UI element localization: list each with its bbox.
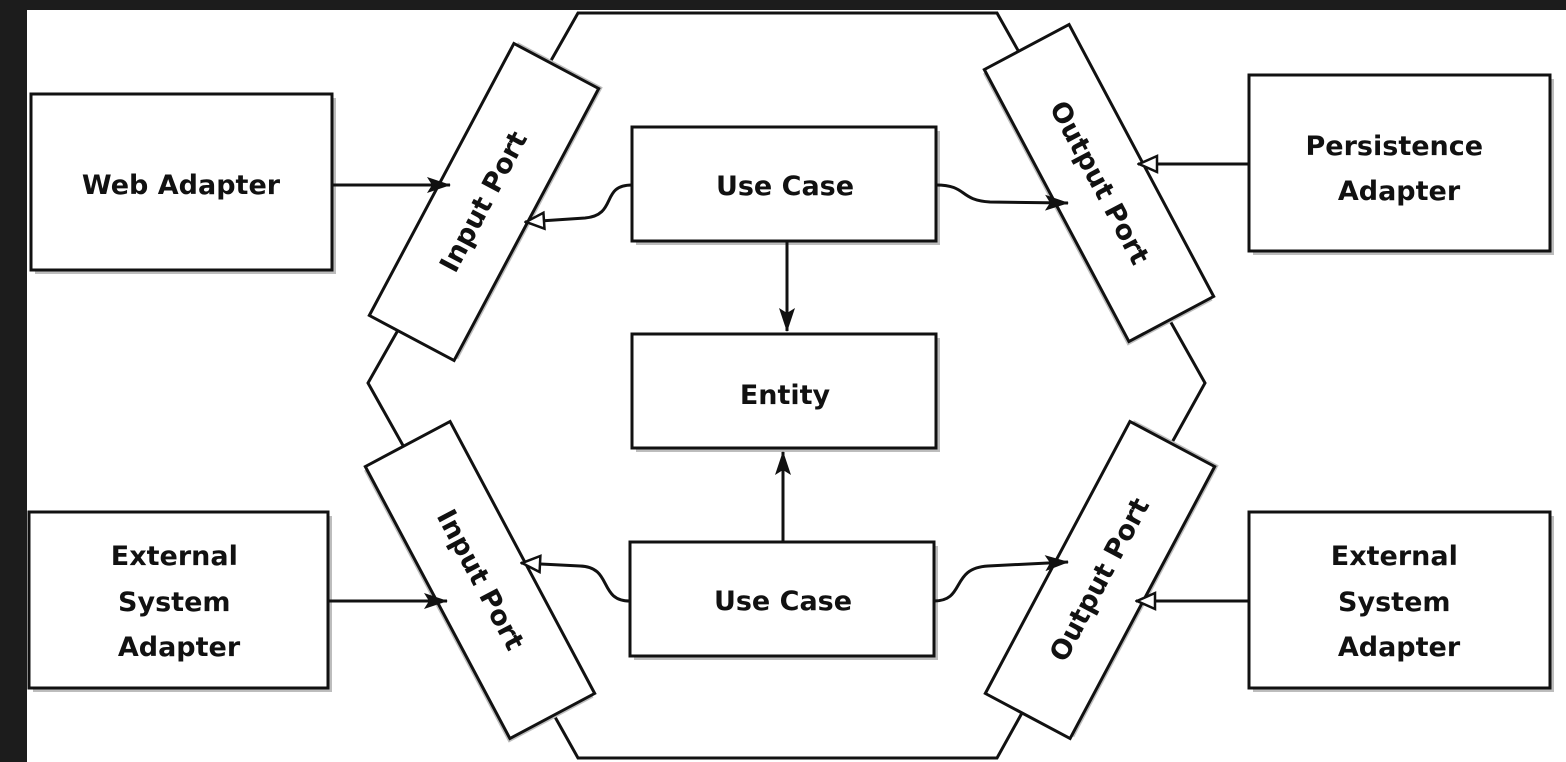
external-system-adapter-right-box: External System Adapter (1247, 510, 1554, 692)
external-system-adapter-right-label: External System Adapter (1331, 541, 1468, 663)
input-port-top: Input Port (367, 41, 603, 363)
persistence-adapter-label: Persistence Adapter (1306, 131, 1493, 207)
persistence-adapter-box: Persistence Adapter (1247, 73, 1554, 255)
use-case-top-label: Use Case (716, 171, 854, 202)
entity-label: Entity (740, 380, 831, 411)
web-adapter-box: Web Adapter (29, 92, 336, 274)
use-case-bottom-box: Use Case (628, 540, 938, 660)
entity-box: Entity (630, 332, 940, 452)
web-adapter-label: Web Adapter (82, 170, 281, 201)
edge-use-case-bottom-to-output-port (933, 555, 1069, 603)
hexagonal-architecture-diagram: Web Adapter Persistence Adapter External… (27, 11, 1554, 760)
external-system-adapter-left-box: External System Adapter (27, 510, 332, 692)
edge-use-case-top-to-output-port (935, 183, 1069, 211)
edge-use-case-top-to-input-port (525, 183, 633, 222)
use-case-top-box: Use Case (630, 125, 940, 245)
use-case-bottom-label: Use Case (714, 586, 852, 617)
diagram-canvas: Web Adapter Persistence Adapter External… (27, 10, 1566, 762)
edge-use-case-bottom-to-input-port (521, 563, 631, 603)
external-system-adapter-left-label: External System Adapter (111, 541, 248, 663)
